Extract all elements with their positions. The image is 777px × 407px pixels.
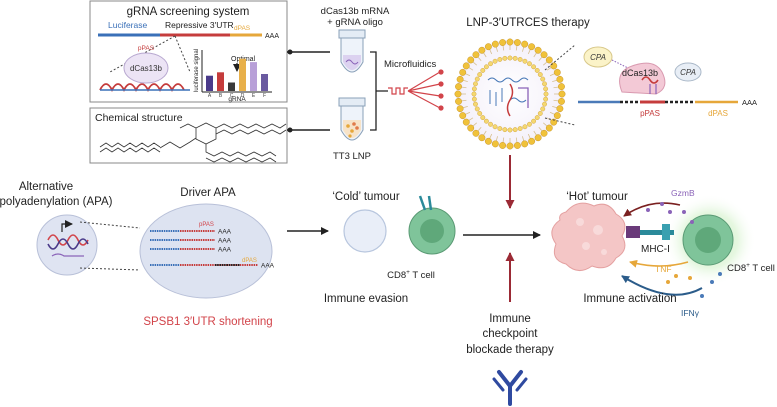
hot-cd8-label: CD8+ T cell [727, 262, 775, 274]
tnf-label: TNF [655, 264, 672, 274]
zoom-ppas: pPAS [640, 109, 660, 118]
zoom-dcas13b-label: dCas13b [622, 68, 658, 78]
gzmb-arrow [623, 202, 681, 217]
tnf-arrow [629, 259, 689, 268]
screen-bar-label: A [208, 93, 212, 99]
mhc-label: MHC-I [641, 244, 670, 255]
screen-xlabel: gRNA [228, 96, 246, 103]
zoom-dpas: dPAS [708, 109, 728, 118]
gzmb-label: GzmB [671, 188, 695, 198]
screen-polya: AAA [265, 33, 279, 40]
apa-cell-icon [36, 214, 98, 276]
apa-label-1: Alternative [19, 181, 73, 193]
grna-screening-panel: gRNA screening system Luciferase Repress… [89, 0, 288, 103]
screen-bar-a [206, 75, 213, 91]
therapy-title: LNP-3′UTRCES therapy [466, 17, 590, 29]
mrna-tube [338, 29, 366, 73]
tnf-particles [666, 274, 692, 284]
microfluidics-chip [388, 69, 444, 111]
screen-dpas: dPAS [234, 25, 251, 32]
screen-bar-f [261, 74, 268, 91]
mhc-tcr-complex [626, 224, 674, 240]
screen-bar-e [250, 62, 257, 91]
screen-bar-label: F [263, 93, 266, 99]
cpa-label-1: CPA [590, 53, 606, 62]
cold-tumour-cell [343, 209, 387, 253]
driver-polya: AAA [261, 263, 275, 270]
cold-cd8-label: CD8+ T cell [387, 269, 435, 281]
grna-screening-title: gRNA screening system [127, 6, 250, 18]
driver-polya: AAA [218, 238, 232, 245]
hot-tumour-title: ‘Hot’ tumour [566, 191, 628, 203]
driver-polya: AAA [218, 229, 232, 236]
screen-bar-label: D [241, 93, 245, 99]
hairpin-rna [99, 83, 185, 93]
antibody-icon [492, 370, 528, 406]
lipid-nanoparticle [454, 38, 566, 150]
ifn-particles [700, 272, 722, 298]
screen-bar-d [239, 58, 246, 91]
driver-polya: AAA [218, 247, 232, 254]
ifn-label: IFNγ [681, 308, 700, 318]
microfluidics-label: Microfluidics [384, 59, 437, 70]
spsb1-shortening-label: SPSB1 3′UTR shortening [143, 316, 272, 328]
zoom-polya: AAA [742, 98, 757, 107]
apa-label-2: polyadenylation (APA) [0, 196, 113, 208]
checkpoint-line-1: Immune [489, 313, 531, 325]
mrna-label-2: + gRNA oligo [327, 17, 383, 28]
screen-ppas: pPAS [138, 45, 155, 52]
screen-bar-label: E [252, 93, 256, 99]
tt3-lnp-label: TT3 LNP [333, 151, 371, 162]
checkpoint-line-3: blockade therapy [466, 344, 554, 356]
checkpoint-line-2: checkpoint [483, 328, 539, 340]
mrna-label-1: dCas13b mRNA [321, 6, 390, 17]
gzmb-granules [646, 202, 694, 224]
immune-activation-label: Immune activation [583, 293, 676, 305]
driver-apa-title: Driver APA [180, 187, 236, 199]
dcas13b-protein-shape [123, 52, 169, 84]
chem-title: Chemical structure [95, 112, 183, 124]
screen-bar-c [228, 82, 235, 91]
cold-tumour-title: ‘Cold’ tumour [332, 191, 399, 203]
screen-bar-chart: A B C D E F [206, 58, 268, 99]
screen-ylabel: luciferase signal [194, 49, 200, 92]
merge-bracket [370, 51, 388, 131]
cpa-zoom-panel: CPA CPA dCas13b AAA pPAS dPAS [578, 46, 757, 118]
immune-evasion-label: Immune evasion [324, 293, 408, 305]
driver-apa-cell: AAA AAA AAA AAA pPAS dPAS [139, 203, 275, 299]
chemical-structure-drawing [99, 122, 287, 163]
hot-tumour-cell [551, 202, 626, 271]
cold-t-cell [408, 195, 456, 255]
luciferase-label: Luciferase [108, 20, 147, 30]
repressive-utr-label: Repressive 3′UTR [165, 20, 234, 30]
chemical-structure-panel: Chemical structure [89, 107, 288, 164]
driver-dpas: dPAS [242, 258, 257, 264]
cpa-label-2: CPA [680, 68, 696, 77]
ifn-arrow [621, 275, 703, 296]
hot-t-cell [682, 214, 734, 266]
driver-ppas: pPAS [199, 222, 214, 228]
screen-bar-b [217, 72, 224, 91]
screen-bar-label: C [230, 93, 234, 99]
screen-dcas13b-label: dCas13b [130, 64, 163, 73]
screen-bar-label: B [219, 93, 223, 99]
tt3-lnp-tube [338, 97, 366, 141]
